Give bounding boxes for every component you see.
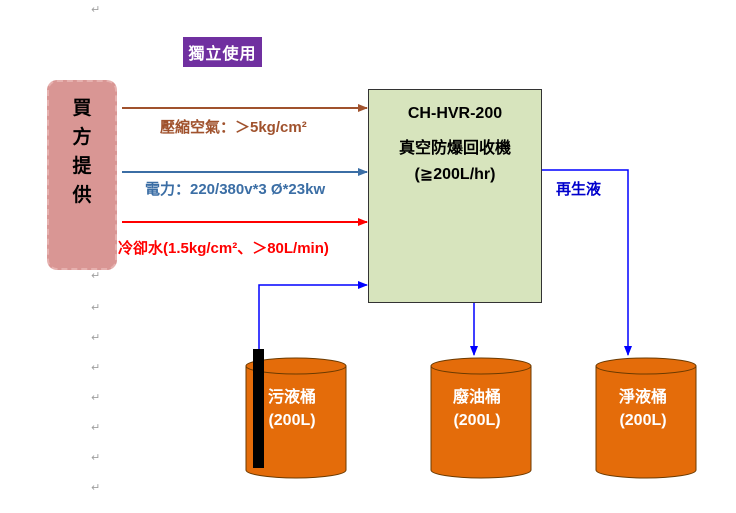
compressed-air-label: 壓縮空氣：＞5kg/cm² [160,119,307,136]
barrel-waste-oil [430,357,532,479]
barrel-waste-liquid-name: 污液桶 [267,389,316,406]
supplier-label: 買 方 提 供 [72,98,92,206]
paragraph-mark: ↵ [91,421,101,434]
regenerated-liquid-arrow [542,169,632,356]
paragraph-mark: ↵ [91,301,101,314]
barrel-clean-liquid-size: (200L) [619,412,667,429]
machine-name: 真空防爆回收機 [398,140,511,157]
recovery-machine: CH-HVR-200 真空防爆回收機 (≧200L/hr) [368,89,542,303]
barrel-waste-liquid-size: (200L) [268,412,316,429]
paragraph-mark: ↵ [91,361,101,374]
suction-pipe [253,349,264,468]
paragraph-mark: ↵ [91,451,101,464]
waste-liquid-intake-arrow [258,281,368,365]
barrel-waste-oil-size: (200L) [453,412,501,429]
paragraph-mark: ↵ [91,391,101,404]
barrel-clean-liquid [595,357,697,479]
barrel-waste-oil-name: 廢油桶 [452,389,501,406]
supplier-box: 買 方 提 供 [47,80,117,270]
paragraph-mark: ↵ [91,269,101,282]
title-badge: 獨立使用 [183,37,262,67]
paragraph-mark: ↵ [91,481,101,494]
cooling-water-label: 冷卻水(1.5kg/cm²、＞80L/min) [118,240,329,257]
paragraph-mark: ↵ [91,3,101,16]
machine-model: CH-HVR-200 [407,105,503,122]
machine-capacity: (≧200L/hr) [414,166,496,183]
power-label: 電力：220/380v*3 Ø*23kw [145,181,326,198]
paragraph-mark: ↵ [91,331,101,344]
regenerated-liquid-label: 再生液 [556,181,602,198]
barrel-clean-liquid-name: 淨液桶 [618,389,667,406]
barrel-waste-liquid [245,357,347,479]
